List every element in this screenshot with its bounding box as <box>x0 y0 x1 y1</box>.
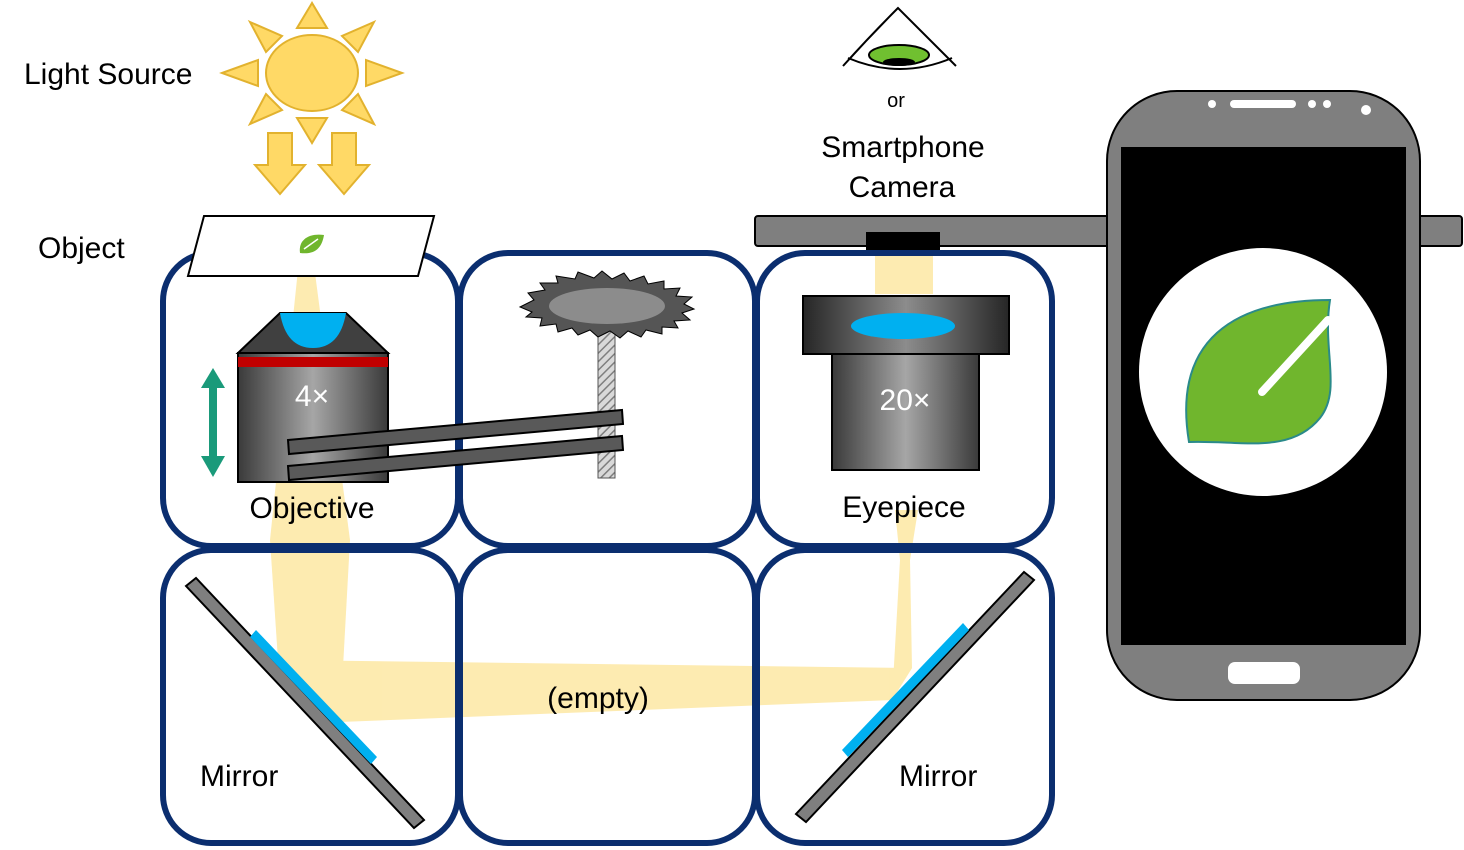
mirror-right <box>794 570 1036 824</box>
smartphone-label-line2: Camera <box>849 171 956 204</box>
eyepiece-label: Eyepiece <box>842 491 965 524</box>
focus-arrow-icon <box>201 368 225 477</box>
module-mirror-right <box>754 547 1055 846</box>
light-source-label: Light Source <box>24 58 192 91</box>
smartphone-icon <box>1106 90 1421 701</box>
phone-camera-lens <box>866 232 940 250</box>
eye-icon <box>842 6 957 70</box>
sun-icon <box>219 1 405 145</box>
leaf-icon <box>299 234 324 254</box>
stage-post <box>597 321 616 479</box>
phone-leaf-icon <box>1185 298 1332 445</box>
or-label: or <box>887 90 905 112</box>
objective-label: Objective <box>249 492 374 525</box>
object-label: Object <box>38 232 125 265</box>
light-arrows <box>252 132 372 196</box>
mirror-left <box>184 576 426 830</box>
eyepiece-magnification: 20× <box>880 384 931 417</box>
smartphone-label-line1: Smartphone <box>821 131 984 164</box>
module-eyepiece <box>754 250 1055 549</box>
mirror-left-label: Mirror <box>200 760 278 793</box>
objective-magnification: 4× <box>295 380 329 413</box>
empty-module-label: (empty) <box>547 682 649 715</box>
eyepiece-lens <box>802 295 1010 471</box>
mirror-right-label: Mirror <box>899 760 977 793</box>
stage-rods <box>286 408 625 482</box>
